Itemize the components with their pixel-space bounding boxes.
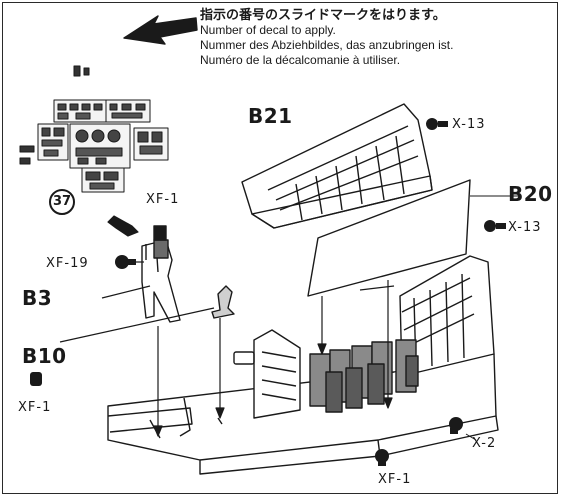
decal-number-badge: 37: [49, 189, 75, 215]
decal-sheet-illustration: [19, 65, 169, 193]
label-b21: B21: [248, 104, 293, 128]
label-x2: X-2: [472, 436, 497, 451]
x13-top-paint-icon: [426, 118, 448, 130]
assembly-arrows: [59, 215, 395, 437]
xf1-left-paint-icon: [30, 372, 42, 386]
label-b20: B20: [508, 182, 553, 206]
label-xf1-top: XF-1: [146, 192, 180, 207]
xf1-top-paint-icon: [154, 226, 166, 240]
xf1-bottom-paint-icon: [375, 449, 389, 466]
label-b10: B10: [22, 344, 67, 368]
paint-markers: [30, 118, 506, 466]
label-b3: B3: [22, 286, 53, 310]
instruction-french: Numéro de la décalcomanie à utiliser.: [200, 53, 401, 67]
instruction-japanese: 指示の番号のスライドマークをはります。: [200, 8, 446, 23]
paint-leaders: [465, 433, 477, 441]
x2-paint-icon: [449, 417, 463, 434]
x13-right-paint-icon: [484, 220, 506, 232]
instruction-german: Nummer des Abziehbildes, das anzubringen…: [200, 38, 454, 52]
label-xf1-bottom: XF-1: [378, 472, 412, 487]
xf19-paint-icon: [115, 255, 136, 269]
decal-instruction: 指示の番号のスライドマークをはります。 Number of decal to a…: [200, 8, 550, 68]
decal-arrow-icon: [123, 15, 198, 45]
label-xf19: XF-19: [46, 256, 89, 271]
part-b20-drawing: [307, 179, 518, 297]
part-b3-drawing: [141, 225, 181, 323]
label-x13-right: X-13: [508, 220, 542, 235]
label-x13-top: X-13: [452, 117, 486, 132]
label-xf1-left: XF-1: [18, 400, 52, 415]
part-b21-drawing: [241, 103, 433, 229]
instruction-english: Number of decal to apply.: [200, 23, 336, 37]
part-b10-drawing: [211, 285, 235, 319]
